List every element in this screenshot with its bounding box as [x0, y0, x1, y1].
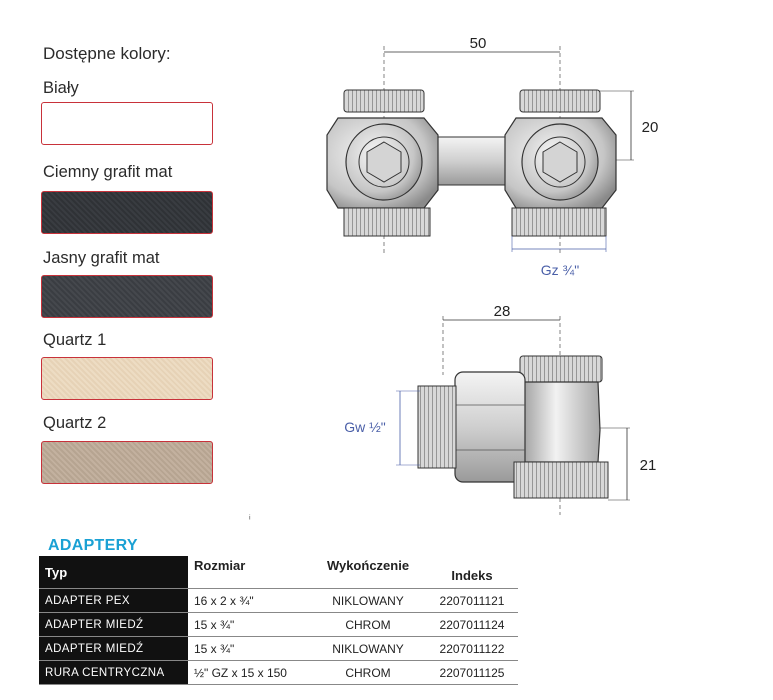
- cell-wykonczenie: NIKLOWANY: [310, 588, 426, 613]
- cell-rozmiar: 16 x 2 x ¾": [188, 588, 310, 613]
- header-typ: Typ: [39, 556, 188, 589]
- cell-typ: ADAPTER MIEDŹ: [39, 612, 188, 637]
- cell-indeks: 2207011122: [426, 636, 518, 661]
- color-label-quartz-1: Quartz 1: [43, 331, 107, 349]
- color-swatch-white: [41, 102, 213, 145]
- header-rozmiar: Rozmiar: [188, 556, 310, 589]
- table-header-row: Typ Rozmiar Wykończenie Indeks: [39, 556, 518, 589]
- color-label-light-graphite: Jasny grafit mat: [43, 249, 160, 267]
- colors-section-title: Dostępne kolory:: [43, 44, 171, 63]
- adapters-table: Typ Rozmiar Wykończenie Indeks ADAPTER P…: [39, 556, 518, 685]
- cell-indeks: 2207011121: [426, 588, 518, 613]
- cell-rozmiar: ½" GZ x 15 x 150: [188, 660, 310, 685]
- cell-rozmiar: 15 x ¾": [188, 636, 310, 661]
- color-swatch-quartz-1: [41, 357, 213, 400]
- dim-top-width: 50: [470, 35, 487, 52]
- dim-top-height: 20: [642, 119, 659, 136]
- dim-side-thread: Gw ½": [344, 419, 386, 435]
- color-label-dark-graphite: Ciemny grafit mat: [43, 163, 173, 181]
- table-row: ADAPTER MIEDŹ 15 x ¾" CHROM 2207011124: [39, 612, 518, 637]
- cell-wykonczenie: NIKLOWANY: [310, 636, 426, 661]
- stray-mark: ᵢ: [249, 511, 251, 522]
- cell-typ: ADAPTER PEX: [39, 588, 188, 613]
- color-swatch-quartz-2: [41, 441, 213, 484]
- adapters-table-title: ADAPTERY: [48, 537, 138, 554]
- cell-wykonczenie: CHROM: [310, 612, 426, 637]
- dim-side-height: 21: [640, 457, 657, 474]
- table-row: ADAPTER MIEDŹ 15 x ¾" NIKLOWANY 22070111…: [39, 636, 518, 661]
- cell-indeks: 2207011125: [426, 660, 518, 685]
- color-swatch-dark-graphite: [41, 191, 213, 234]
- dim-side-width: 28: [494, 303, 511, 320]
- table-row: RURA CENTRYCZNA ½" GZ x 15 x 150 CHROM 2…: [39, 660, 518, 685]
- header-indeks: Indeks: [426, 556, 518, 589]
- color-label-quartz-2: Quartz 2: [43, 414, 107, 432]
- color-label-white: Biały: [43, 79, 79, 97]
- table-row: ADAPTER PEX 16 x 2 x ¾" NIKLOWANY 220701…: [39, 588, 518, 613]
- cell-typ: RURA CENTRYCZNA: [39, 660, 188, 685]
- header-wykonczenie: Wykończenie: [310, 556, 426, 589]
- color-swatch-light-graphite: [41, 275, 213, 318]
- dim-top-thread: Gz ¾": [541, 262, 579, 278]
- cell-wykonczenie: CHROM: [310, 660, 426, 685]
- cell-indeks: 2207011124: [426, 612, 518, 637]
- cell-typ: ADAPTER MIEDŹ: [39, 636, 188, 661]
- cell-rozmiar: 15 x ¾": [188, 612, 310, 637]
- valve-technical-drawing: 50 20 Gz ¾" 28 Gw ½" 21: [326, 35, 659, 515]
